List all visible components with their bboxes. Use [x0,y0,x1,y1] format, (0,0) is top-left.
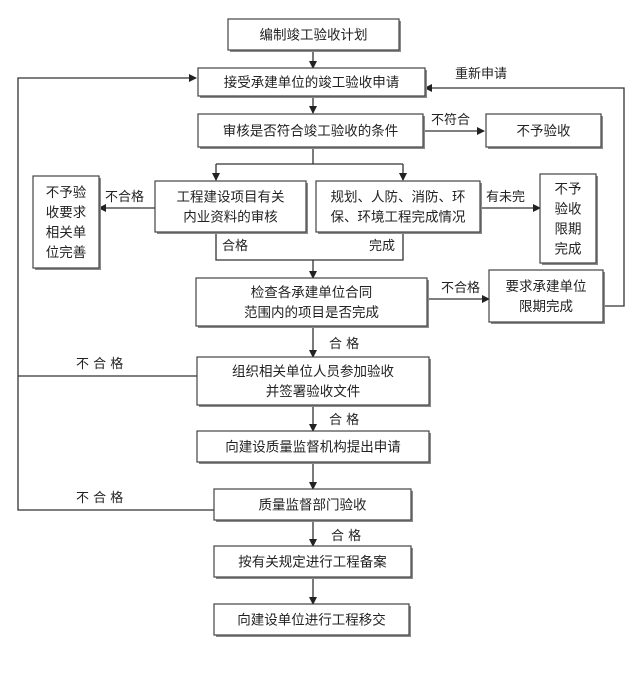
edge-labels: 重新申请 不符合 不合格 合格 有未完 完成 不合格 合 格 不 合 格 合 格… [76,66,525,544]
node-text: 完成 [555,242,582,258]
node-text: 质量监督部门验收 [259,498,367,514]
node-text: 检查各承建单位合同 [251,285,373,301]
label-quality-pass: 合 格 [331,528,361,544]
label-internal-fail: 不合格 [105,189,144,205]
node-box [196,430,430,463]
node-review: 审核是否符合竣工验收的条件 [197,113,425,149]
label-reapply: 重新申请 [455,66,507,82]
node-box [539,173,597,264]
node-text: 内业资料的审核 [183,210,278,226]
edge-quality-loop [17,74,214,511]
label-check-pass: 合 格 [329,336,359,352]
node-text: 不予 [555,182,582,198]
node-text: 限期完成 [519,299,573,315]
node-record: 按有关规定进行工程备案 [213,545,413,579]
node-box [213,603,410,636]
node-apply: 向建设质量监督机构提出申请 [196,430,431,464]
node-text: 按有关规定进行工程备案 [238,554,387,571]
node-text: 范围内的项目是否完成 [244,305,379,321]
edge-require-reapply [424,84,625,307]
node-handover: 向建设单位进行工程移交 [213,603,411,637]
label-special-done: 完成 [369,239,395,254]
node-box [213,488,412,521]
node-accept: 接受承建单位的竣工验收申请 [197,67,427,98]
node-box [197,67,426,97]
label-organize-pass: 合 格 [329,412,359,428]
label-internal-pass: 合格 [222,238,248,254]
node-text: 向建设单位进行工程移交 [237,612,386,629]
node-plan: 编制竣工验收计划 [227,18,401,52]
node-text: 保、环境工程完成情况 [331,210,466,226]
node-text: 不予验 [46,185,87,201]
label-check-fail: 不合格 [441,280,480,296]
label-organize-fail: 不 合 格 [76,356,123,372]
node-text: 向建设质量监督机构提出申请 [225,440,401,456]
node-reject: 不予验收 [485,113,603,149]
node-text: 工程建设项目有关 [177,190,285,206]
node-text: 相关单 [46,225,87,241]
node-text: 接受承建单位的竣工验收申请 [224,74,400,91]
node-text: 并签署验收文件 [266,383,361,400]
label-special-incomplete: 有未完 [486,190,525,205]
node-box [196,356,430,406]
node-quality: 质量监督部门验收 [213,488,413,522]
nodes: 编制竣工验收计划接受承建单位的竣工验收申请审核是否符合竣工验收的条件不予验收工程… [32,18,605,637]
node-text: 审核是否符合竣工验收的条件 [223,123,399,140]
node-box [197,113,424,148]
node-special: 规划、人防、消防、环保、环境工程完成情况 [315,180,482,234]
node-text: 限期 [555,222,582,238]
node-box [315,180,481,233]
node-text: 规划、人防、消防、环 [331,190,466,206]
node-box [227,18,400,51]
label-not-meet: 不符合 [431,112,470,128]
node-text: 要求承建单位 [506,279,587,295]
connectors [17,50,625,605]
node-box [154,180,307,233]
node-text: 位完善 [46,245,87,261]
node-text: 组织相关单位人员参加验收 [232,363,394,380]
node-box [195,277,428,327]
node-text: 验收 [555,202,583,218]
node-text: 不予验收 [517,124,571,140]
node-box [32,175,100,269]
node-text: 收要求 [46,205,87,221]
node-box [213,545,412,578]
label-quality-fail: 不 合 格 [76,490,123,506]
node-text: 编制竣工验收计划 [260,28,368,44]
node-box [485,113,602,148]
edge-merge [215,232,404,261]
node-box [488,269,604,323]
